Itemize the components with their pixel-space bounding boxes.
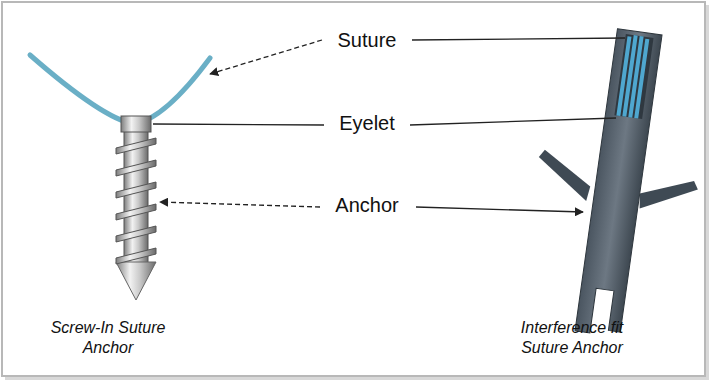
suture-strand — [30, 55, 210, 124]
screw-thread — [116, 160, 156, 176]
part-label: Suture — [338, 29, 397, 52]
screw-thread — [116, 226, 156, 242]
screw-thread — [116, 204, 156, 220]
anchor-wing — [638, 174, 699, 217]
anchor-body — [575, 29, 662, 337]
leader-lines — [153, 38, 625, 212]
caption: Screw-In Suture Anchor — [43, 318, 173, 358]
screw-thread — [116, 248, 156, 264]
part-label: Anchor — [335, 194, 398, 217]
caption: Interference fit Suture Anchor — [497, 318, 647, 358]
eyelet — [121, 116, 151, 132]
screw-thread — [116, 138, 156, 154]
part-label: Eyelet — [339, 112, 395, 135]
interference-anchor — [516, 20, 712, 345]
screw-thread — [116, 182, 156, 198]
anchor-tip — [116, 262, 156, 300]
eyelet-slot — [614, 34, 653, 119]
frame — [2, 2, 705, 376]
screw-anchor — [116, 116, 156, 300]
anchor-wing — [534, 149, 595, 201]
suture-braid — [618, 35, 647, 119]
